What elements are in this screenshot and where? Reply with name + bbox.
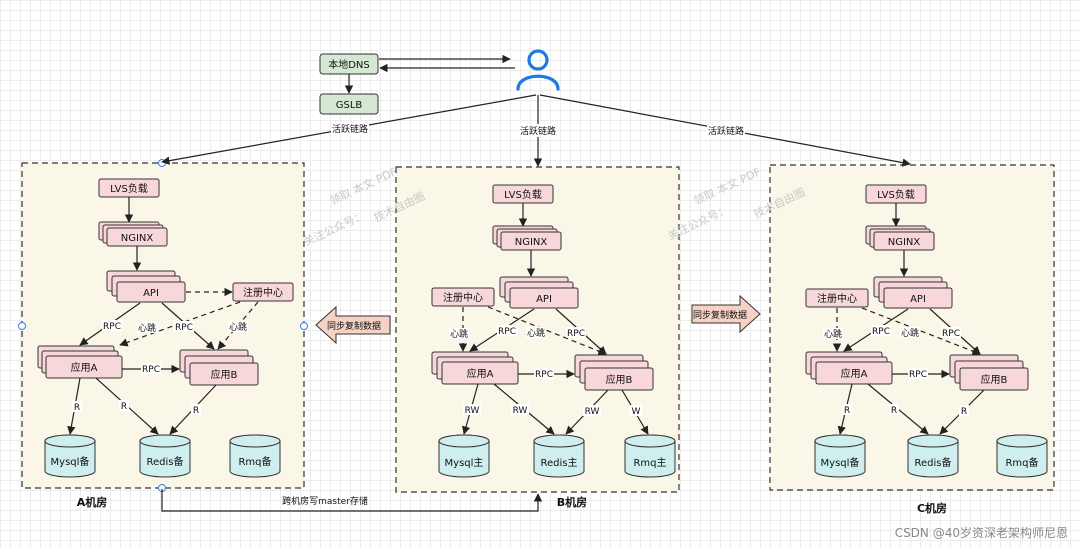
room-a-title: A机房: [77, 495, 108, 509]
lvs-label: LVS负载: [504, 188, 542, 201]
sync-label: 同步复制数据: [327, 320, 381, 332]
mysql-label: Mysql备: [821, 456, 860, 469]
redis-label: Redis备: [147, 455, 184, 468]
watermark-line1: 领取 本文 PDF: [327, 164, 399, 207]
svg-text:R: R: [844, 406, 850, 416]
svg-text:心跳: 心跳: [901, 327, 919, 339]
rmq-label: Rmq主: [633, 457, 666, 469]
svg-text:RPC: RPC: [567, 329, 585, 339]
svg-text:RW: RW: [585, 407, 600, 417]
app-a-node[interactable]: [441, 361, 519, 385]
svg-text:RPC: RPC: [942, 329, 960, 339]
svg-text:RPC: RPC: [909, 370, 927, 380]
cross-write-label: 跨机房写master存储: [282, 495, 368, 507]
room-b-content: LVS负载 NGINX API 注册中心 应用A 应用B 心跳 RPC 心跳: [431, 184, 676, 478]
mysql-db[interactable]: [814, 434, 866, 478]
svg-text:RW: RW: [465, 406, 480, 416]
watermark-line2a: 关注公众号：: [301, 208, 367, 249]
svg-text:心跳: 心跳: [527, 327, 545, 339]
sync-arrow-left: 同步复制数据: [315, 305, 391, 345]
selection-handle[interactable]: [300, 322, 308, 330]
rmq-label: Rmq备: [1005, 456, 1038, 469]
lvs-label: LVS负载: [877, 188, 915, 201]
nginx-label: NGINX: [888, 237, 921, 248]
local-dns-label: 本地DNS: [328, 58, 370, 71]
rmq-db[interactable]: [229, 434, 281, 478]
redis-db[interactable]: [907, 434, 959, 478]
mysql-db[interactable]: [438, 434, 490, 478]
app-b-node[interactable]: [189, 362, 259, 386]
redis-label: Redis主: [541, 457, 578, 469]
app-b-label: 应用B: [211, 368, 238, 381]
room-a-content: LVS负载 NGINX API 注册中心 应用A 应用B RPC RPC 心跳: [37, 178, 294, 478]
app-a-label: 应用A: [467, 367, 494, 380]
app-b-label: 应用B: [606, 373, 633, 386]
room-c-title: C机房: [917, 501, 947, 515]
app-b-node[interactable]: [584, 367, 654, 391]
registry-node[interactable]: [805, 288, 869, 308]
nginx-label: NGINX: [121, 233, 154, 244]
app-b-node[interactable]: [959, 367, 1029, 391]
room-c-content: LVS负载 NGINX API 注册中心 应用A 应用B 心跳 RPC 心跳: [805, 184, 1048, 478]
registry-node[interactable]: [431, 287, 495, 307]
redis-label: Redis备: [915, 456, 952, 469]
selection-handle[interactable]: [158, 159, 166, 167]
svg-text:RPC: RPC: [535, 370, 553, 380]
watermark-line1: 领取 本文 PDF: [691, 164, 763, 207]
svg-text:RPC: RPC: [142, 365, 160, 375]
registry-label: 注册中心: [817, 292, 857, 305]
gslb-label: GSLB: [336, 100, 363, 111]
api-label: API: [910, 294, 926, 305]
registry-label: 注册中心: [243, 286, 283, 299]
rmq-db[interactable]: [996, 434, 1048, 478]
cross-room-write-link: [161, 489, 543, 512]
svg-text:心跳: 心跳: [824, 328, 842, 340]
user-icon[interactable]: [516, 49, 560, 91]
gslb-node[interactable]: [319, 93, 379, 115]
svg-text:R: R: [891, 406, 897, 416]
registry-label: 注册中心: [443, 291, 483, 304]
lvs-label: LVS负载: [110, 182, 148, 195]
redis-db[interactable]: [533, 434, 585, 478]
svg-text:R: R: [121, 402, 127, 412]
footer-credit: CSDN @40岁资深老架构师尼恩: [895, 525, 1068, 540]
svg-text:心跳: 心跳: [229, 321, 247, 333]
svg-text:RPC: RPC: [103, 322, 121, 332]
svg-text:R: R: [193, 406, 199, 416]
api-label: API: [143, 288, 159, 299]
svg-text:心跳: 心跳: [138, 322, 156, 334]
room-b-title: B机房: [557, 495, 587, 509]
sync-label: 同步复制数据: [693, 309, 747, 321]
svg-text:RPC: RPC: [872, 327, 890, 337]
api-label: API: [536, 294, 552, 305]
app-a-label: 应用A: [841, 367, 868, 380]
app-a-node[interactable]: [45, 355, 123, 379]
registry-node[interactable]: [232, 282, 294, 302]
active-link-label: 活跃链路: [520, 125, 556, 137]
svg-text:RW: RW: [513, 406, 528, 416]
mysql-db[interactable]: [44, 434, 96, 478]
api-node[interactable]: [883, 287, 953, 309]
svg-text:RPC: RPC: [175, 323, 193, 333]
svg-text:R: R: [961, 407, 967, 417]
active-link-label: 活跃链路: [332, 123, 368, 135]
nginx-label: NGINX: [515, 237, 548, 248]
rmq-db[interactable]: [624, 434, 676, 478]
api-node[interactable]: [116, 281, 186, 303]
svg-text:W: W: [632, 407, 641, 417]
app-a-node[interactable]: [815, 361, 893, 385]
svg-text:R: R: [74, 403, 80, 413]
redis-db[interactable]: [139, 434, 191, 478]
selection-handle[interactable]: [18, 322, 26, 330]
mysql-label: Mysql主: [445, 457, 484, 469]
rmq-label: Rmq备: [238, 455, 271, 468]
svg-text:心跳: 心跳: [450, 328, 468, 340]
api-node[interactable]: [509, 287, 579, 309]
app-a-label: 应用A: [71, 361, 98, 374]
app-b-label: 应用B: [981, 373, 1008, 386]
mysql-label: Mysql备: [51, 455, 90, 468]
active-link-label: 活跃链路: [708, 125, 744, 137]
sync-arrow-right: 同步复制数据: [691, 294, 761, 334]
svg-text:RPC: RPC: [498, 327, 516, 337]
